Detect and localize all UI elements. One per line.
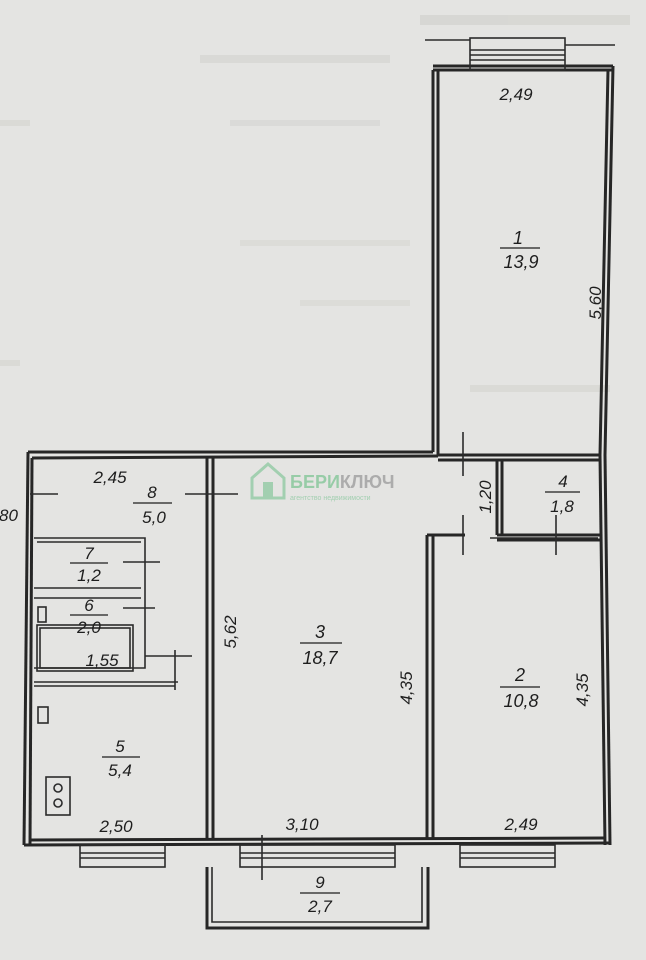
dim-room3-length: 5,62: [221, 615, 240, 649]
window-room-2: [459, 844, 556, 868]
dim-room1-width: 2,49: [498, 85, 533, 104]
room-7-label: 7 1,2: [70, 544, 108, 585]
room-4-label: 4 1,8: [545, 472, 580, 516]
dim-corridor-width: 1,20: [476, 480, 495, 514]
room-number: 1: [513, 228, 523, 248]
room-number: 9: [315, 873, 325, 892]
room-area: 13,9: [503, 252, 538, 272]
room-3-label: 3 18,7: [300, 622, 342, 668]
room-number: 3: [315, 622, 325, 642]
room-number: 8: [147, 483, 157, 502]
room-area: 5,4: [108, 761, 132, 780]
balcony: [205, 867, 430, 930]
dim-left-cut: 80: [0, 506, 18, 525]
watermark: БЕРИКЛЮЧ агентство недвижимости: [250, 462, 394, 502]
room-area: 1,8: [550, 497, 574, 516]
room-5-label: 5 5,4: [102, 737, 140, 780]
dim-room3-width: 3,10: [285, 815, 319, 834]
room-area: 2,7: [307, 897, 332, 916]
room-9-label: 9 2,7: [300, 873, 340, 916]
room-number: 7: [84, 544, 94, 563]
door-markers: [30, 432, 598, 724]
room-6-label: 6 2,0: [70, 596, 108, 637]
dim-room1-length: 5,60: [586, 286, 605, 320]
room-number: 5: [115, 737, 125, 756]
window-room-3: [239, 835, 396, 880]
room-number: 2: [514, 665, 525, 685]
room-number: 4: [558, 472, 567, 491]
room-area: 1,2: [77, 566, 101, 585]
dim-hall-width: 2,45: [92, 468, 127, 487]
dim-room2-width: 2,49: [503, 815, 538, 834]
background-ghost-text: [0, 15, 630, 392]
svg-text:БЕРИКЛЮЧ: БЕРИКЛЮЧ: [290, 472, 394, 492]
stove-icon: [45, 776, 71, 816]
dim-room2-height-inner: 4,35: [397, 671, 416, 705]
watermark-brand-b: КЛЮЧ: [340, 472, 395, 492]
watermark-tagline: агентство недвижимости: [290, 495, 371, 502]
room-number: 6: [84, 596, 94, 615]
house-logo-icon: [250, 462, 286, 500]
room-area: 5,0: [142, 508, 166, 527]
room-1-label: 1 13,9: [500, 228, 540, 272]
room-area: 2,0: [76, 618, 101, 637]
window-room-1: [425, 37, 615, 71]
window-kitchen: [79, 844, 166, 868]
dim-kitchen-width: 2,50: [98, 817, 133, 836]
room-8-label: 8 5,0: [133, 483, 172, 527]
room-area: 18,7: [302, 648, 338, 668]
dim-room2-height-outer: 4,35: [573, 673, 592, 707]
watermark-brand-a: БЕРИ: [290, 472, 340, 492]
dim-bath-length: 1,55: [85, 651, 119, 670]
room-2-label: 2 10,8: [500, 665, 540, 711]
room-area: 10,8: [503, 691, 538, 711]
walls: [22, 64, 615, 847]
